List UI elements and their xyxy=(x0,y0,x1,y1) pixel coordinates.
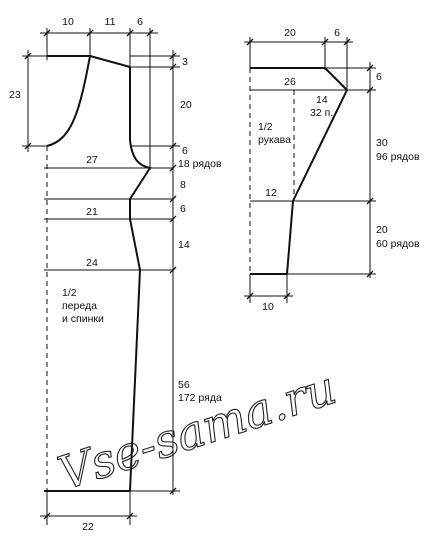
body-width-11: 11 xyxy=(105,16,116,28)
body-height-23: 23 xyxy=(9,89,21,101)
body-width-6: 6 xyxy=(137,16,143,28)
sleeve-width-26: 26 xyxy=(284,76,296,88)
body-title-line3: и спинки xyxy=(62,313,104,325)
body-height-3: 3 xyxy=(182,56,188,68)
body-shoulder xyxy=(89,55,131,68)
sleeve-title-line2: рукава xyxy=(258,134,291,146)
body-armhole-rows: 18 рядов xyxy=(178,158,222,170)
sleeve-height-30: 30 xyxy=(376,137,388,149)
sleeve-width-6: 6 xyxy=(334,27,340,39)
body-height-6b: 6 xyxy=(180,203,186,215)
sleeve-slope-sts: 32 п. xyxy=(310,107,333,119)
body-neckline xyxy=(46,55,92,147)
body-height-20: 20 xyxy=(180,99,192,111)
body-height-6: 6 xyxy=(182,145,188,157)
body-bottom-rows: 172 ряда xyxy=(178,392,222,404)
sleeve-slope-cm: 14 xyxy=(316,94,328,106)
body-hem-width: 22 xyxy=(82,521,94,533)
body-height-56: 56 xyxy=(178,379,190,391)
sleeve-top xyxy=(250,67,348,91)
body-title-line2: переда xyxy=(62,300,97,312)
body-width-10: 10 xyxy=(62,16,74,28)
watermark: Vse-sama.ru xyxy=(52,360,343,500)
sleeve-title-line1: 1/2 xyxy=(258,121,273,133)
body-side-seam xyxy=(129,67,152,492)
body-height-14: 14 xyxy=(178,239,190,251)
body-title-line1: 1/2 xyxy=(62,287,77,299)
sleeve-mid-rows: 96 рядов xyxy=(376,151,420,163)
body-piece xyxy=(22,28,180,525)
body-height-8: 8 xyxy=(180,179,186,191)
sleeve-cuff-width: 10 xyxy=(262,301,274,313)
body-width-27: 27 xyxy=(86,154,98,166)
sleeve-width-12: 12 xyxy=(265,187,277,199)
body-width-24: 24 xyxy=(86,257,98,269)
sleeve-width-20: 20 xyxy=(284,27,296,39)
sleeve-height-20: 20 xyxy=(376,224,388,236)
sleeve-piece xyxy=(244,37,376,303)
sleeve-low-rows: 60 рядов xyxy=(376,238,420,250)
sleeve-cap-height: 6 xyxy=(376,71,382,83)
body-width-21: 21 xyxy=(86,206,98,218)
